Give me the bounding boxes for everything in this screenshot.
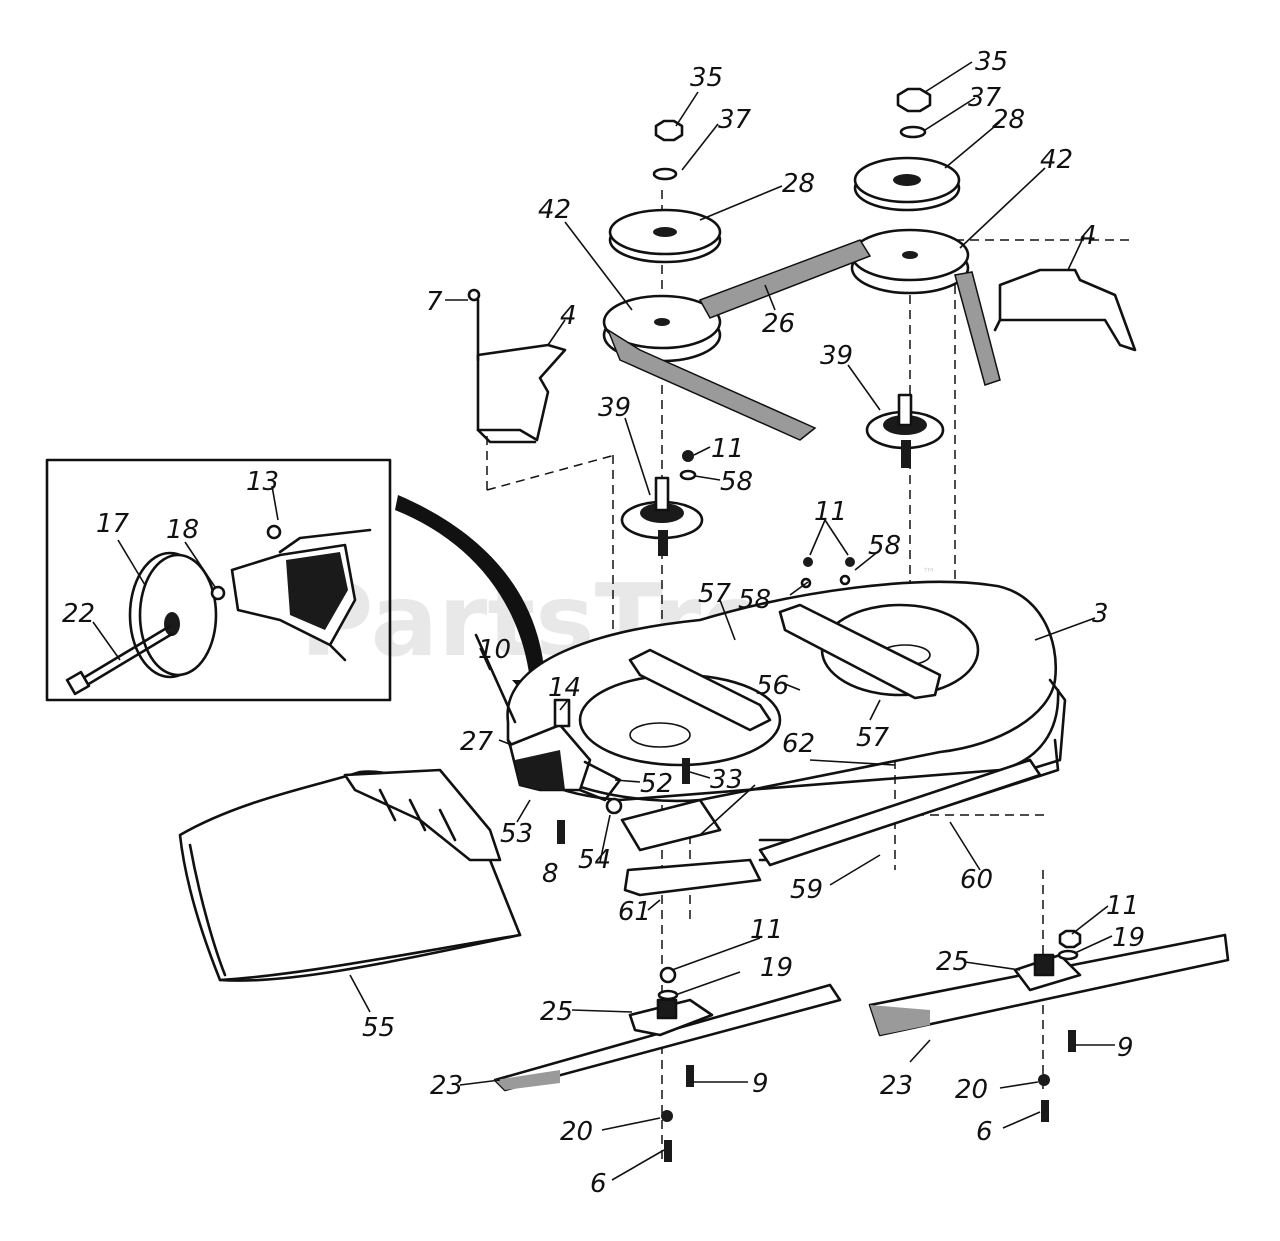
- part-label-11: 11: [814, 497, 847, 527]
- part-labels: 35 37 28 42 35 37 28 42 4 7 4 26 39 39 1…: [62, 47, 1145, 1199]
- part-label-35: 35: [975, 47, 1008, 77]
- leader-lines: [92, 61, 1115, 1181]
- discharge-chute: [178, 768, 522, 982]
- part-label-56: 56: [756, 671, 789, 701]
- part-label-60: 60: [960, 865, 993, 895]
- part-label-11: 11: [711, 434, 744, 464]
- part-label-26: 26: [762, 309, 795, 339]
- part-label-9: 9: [1117, 1033, 1134, 1063]
- part-label-39: 39: [820, 341, 853, 371]
- pulley-stack-left: [602, 119, 722, 556]
- watermark-trademark: ™: [922, 566, 936, 582]
- part-label-4: 4: [560, 301, 577, 331]
- part-label-57: 57: [698, 579, 732, 609]
- part-label-9: 9: [752, 1069, 769, 1099]
- part-label-59: 59: [790, 875, 823, 905]
- part-label-10: 10: [478, 635, 511, 665]
- blade-right: [868, 929, 1230, 1122]
- part-label-27: 27: [460, 727, 494, 757]
- part-label-19: 19: [1112, 923, 1145, 953]
- part-label-39: 39: [598, 393, 631, 423]
- part-label-52: 52: [640, 769, 673, 799]
- part-label-35: 35: [690, 63, 723, 93]
- part-label-4: 4: [1080, 221, 1097, 251]
- part-label-6: 6: [976, 1117, 993, 1147]
- part-label-23: 23: [430, 1071, 463, 1101]
- part-label-18: 18: [166, 515, 199, 545]
- part-label-22: 22: [62, 599, 95, 629]
- part-label-14: 14: [548, 673, 581, 703]
- blade-left: [493, 966, 842, 1162]
- part-label-20: 20: [955, 1075, 988, 1105]
- part-label-19: 19: [760, 953, 793, 983]
- part-label-33: 33: [710, 765, 743, 795]
- part-label-17: 17: [96, 509, 130, 539]
- deck-baffles: [620, 758, 1042, 897]
- drive-belt: [606, 239, 1001, 441]
- part-label-54: 54: [578, 845, 611, 875]
- part-label-53: 53: [500, 819, 533, 849]
- part-label-11: 11: [1106, 891, 1139, 921]
- part-label-23: 23: [880, 1071, 913, 1101]
- mower-deck: [506, 557, 1067, 862]
- part-label-61: 61: [618, 897, 651, 927]
- belt-guard-left: [467, 288, 567, 444]
- part-label-11: 11: [750, 915, 783, 945]
- part-label-42: 42: [1040, 145, 1073, 175]
- part-label-25: 25: [540, 997, 573, 1027]
- part-label-37: 37: [718, 105, 752, 135]
- part-label-13: 13: [246, 467, 279, 497]
- part-label-42: 42: [538, 195, 571, 225]
- part-label-3: 3: [1092, 599, 1109, 629]
- inset-detail-box: [45, 458, 392, 702]
- pulley-stack-right: [850, 87, 970, 468]
- part-label-6: 6: [590, 1169, 607, 1199]
- part-label-8: 8: [542, 859, 559, 889]
- part-label-28: 28: [782, 169, 815, 199]
- part-label-62: 62: [782, 729, 815, 759]
- part-label-28: 28: [992, 105, 1025, 135]
- belt-guard-right: [993, 268, 1137, 352]
- part-label-20: 20: [560, 1117, 593, 1147]
- part-label-58: 58: [738, 585, 771, 615]
- part-label-7: 7: [426, 287, 443, 317]
- part-label-58: 58: [720, 467, 753, 497]
- part-label-25: 25: [936, 947, 969, 977]
- part-label-58: 58: [868, 531, 901, 561]
- part-label-57: 57: [856, 723, 890, 753]
- part-label-55: 55: [362, 1013, 395, 1043]
- part-label-37: 37: [968, 83, 1002, 113]
- chute-bracket: [474, 633, 690, 844]
